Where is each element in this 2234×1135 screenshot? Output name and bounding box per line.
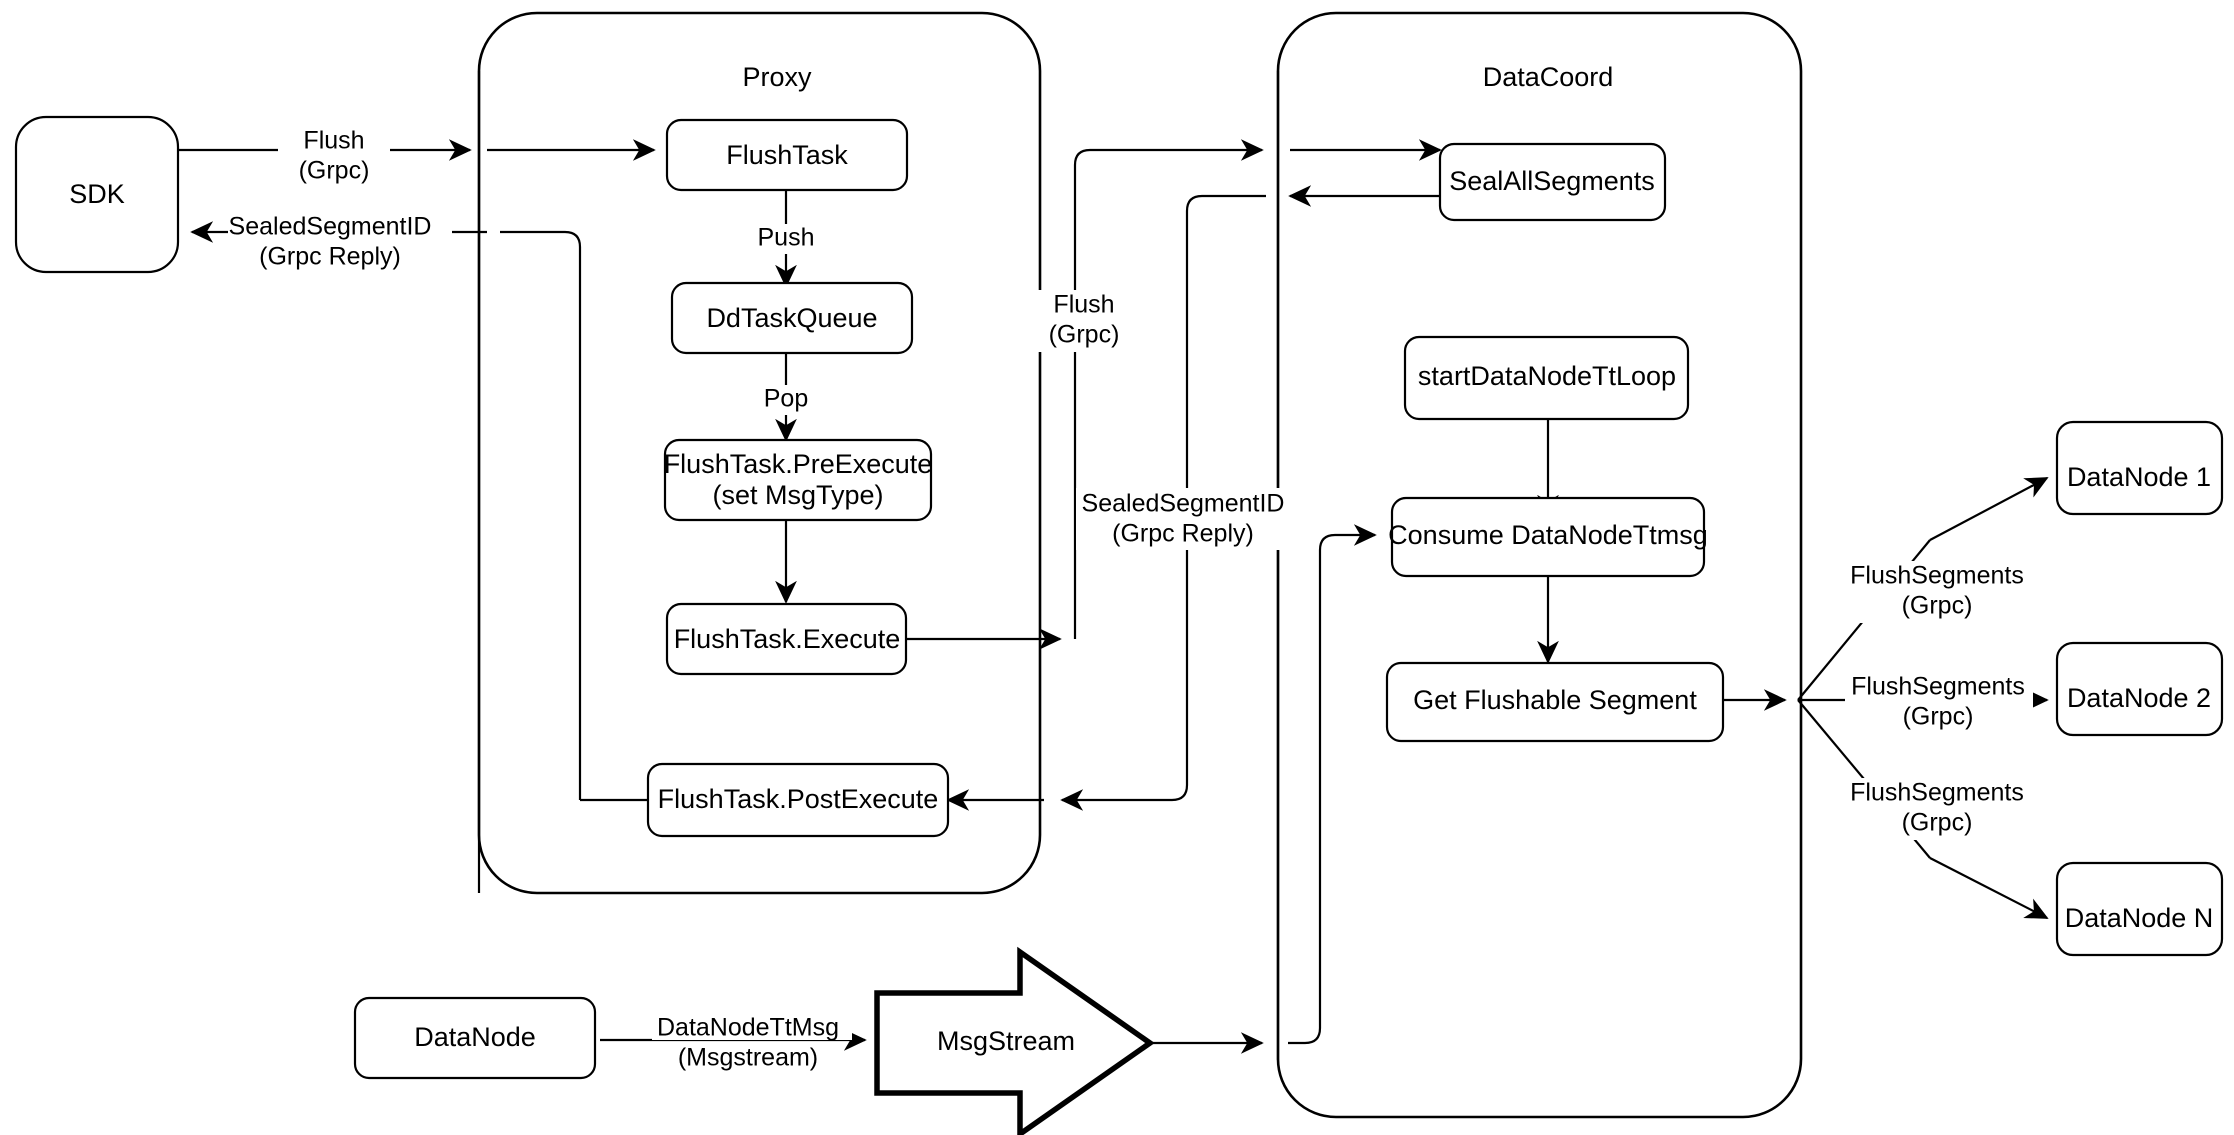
edge-label-sealedsegmentid2-line1: SealedSegmentID bbox=[1082, 490, 1285, 518]
edge-label-datacoord-to-proxy: SealedSegmentID (Grpc Reply) bbox=[1076, 488, 1298, 550]
edge-label-push: Push bbox=[746, 224, 826, 254]
edge-execute-to-sealallsegments bbox=[906, 139, 1442, 650]
ddtaskqueue-box[interactable] bbox=[670, 281, 914, 355]
edge-label-datanodettmsg-line1: DataNodeTtMsg bbox=[657, 1014, 839, 1042]
node-flushtask-preexecute[interactable]: FlushTask.PreExecute (set MsgType) bbox=[663, 438, 933, 522]
node-sealallsegments[interactable]: SealAllSegments bbox=[1438, 142, 1667, 222]
node-sdk[interactable]: SDK bbox=[14, 115, 180, 274]
sealallsegments-box[interactable] bbox=[1438, 142, 1667, 222]
edge-label-proxy-to-datacoord: Flush (Grpc) bbox=[1028, 290, 1140, 352]
sdk-box[interactable] bbox=[14, 115, 180, 274]
edge-label-flushsegments1-line2: (Grpc) bbox=[1902, 592, 1973, 620]
flushtask-label: FlushTask bbox=[726, 140, 848, 170]
edge-label-flush-datacoord-line1: Flush bbox=[1053, 291, 1114, 319]
msgstream-label: MsgStream bbox=[937, 1026, 1075, 1056]
edge-label-flush-datacoord-line2: (Grpc) bbox=[1049, 321, 1120, 349]
edge-label-datanodettmsg-line2: (Msgstream) bbox=[678, 1044, 818, 1072]
edge-label-datanode-to-msgstream: DataNodeTtMsg (Msgstream) bbox=[652, 1014, 852, 1072]
edge-label-sdk-to-proxy: Flush (Grpc) bbox=[278, 125, 390, 186]
datacoord-container-title: DataCoord bbox=[1483, 62, 1614, 92]
edge-label-sealedsegmentid-line2: (Grpc Reply) bbox=[259, 243, 401, 271]
sealallsegments-label: SealAllSegments bbox=[1449, 166, 1655, 196]
datanode1-box[interactable] bbox=[2055, 420, 2224, 516]
edge-label-sealedsegmentid-line1: SealedSegmentID bbox=[229, 213, 432, 241]
edge-label-pop: Pop bbox=[764, 385, 808, 413]
edge-label-pop: Pop bbox=[750, 385, 822, 415]
edge-label-flush-line1: Flush bbox=[303, 127, 364, 155]
edge-proxy-to-sdk bbox=[190, 221, 582, 800]
ddtaskqueue-label: DdTaskQueue bbox=[706, 303, 877, 333]
msgstream-arrow-shape[interactable] bbox=[874, 946, 1155, 1135]
consumedatanodettmsg-box[interactable] bbox=[1390, 496, 1706, 578]
edge-msgstream-to-consume bbox=[1150, 524, 1377, 1054]
edge-label-flushsegmentsn-line2: (Grpc) bbox=[1902, 809, 1973, 837]
node-datanode-source[interactable]: DataNode bbox=[353, 996, 597, 1080]
datanode-source-box[interactable] bbox=[353, 996, 597, 1080]
getflushablesegment-label: Get Flushable Segment bbox=[1413, 685, 1697, 715]
node-ddtaskqueue[interactable]: DdTaskQueue bbox=[670, 281, 914, 355]
datanoden-box[interactable] bbox=[2055, 861, 2224, 957]
execute-box[interactable] bbox=[665, 602, 908, 676]
edge-label-flushsegmentsn-line1: FlushSegments bbox=[1850, 779, 2024, 807]
preexecute-label-line2: (set MsgType) bbox=[712, 480, 883, 510]
edge-label-flushsegments1-line1: FlushSegments bbox=[1850, 562, 2024, 590]
sdk-label: SDK bbox=[69, 179, 125, 209]
datanode2-label: DataNode 2 bbox=[2067, 683, 2211, 713]
node-startdatanodettloop[interactable]: startDataNodeTtLoop bbox=[1403, 335, 1690, 421]
edge-label-flushsegments2-line1: FlushSegments bbox=[1851, 673, 2025, 701]
node-datanode1[interactable]: DataNode 1 bbox=[2055, 420, 2224, 516]
datanode1-label: DataNode 1 bbox=[2067, 462, 2211, 492]
edge-label-proxy-to-sdk: SealedSegmentID (Grpc Reply) bbox=[228, 212, 452, 271]
datanode2-box[interactable] bbox=[2055, 641, 2224, 737]
edge-label-flushsegments2-line2: (Grpc) bbox=[1903, 703, 1974, 731]
node-flushtask[interactable]: FlushTask bbox=[665, 118, 909, 192]
consumedatanodettmsg-label: Consume DataNodeTtmsg bbox=[1388, 520, 1708, 550]
node-flushtask-execute[interactable]: FlushTask.Execute bbox=[665, 602, 908, 676]
node-msgstream[interactable]: MsgStream bbox=[874, 946, 1155, 1135]
getflushablesegment-box[interactable] bbox=[1385, 661, 1725, 743]
datanode-source-label: DataNode bbox=[414, 1022, 536, 1052]
postexecute-label: FlushTask.PostExecute bbox=[658, 784, 939, 814]
node-flushtask-postexecute[interactable]: FlushTask.PostExecute bbox=[646, 762, 950, 838]
edge-label-push: Push bbox=[758, 224, 815, 252]
node-getflushablesegment[interactable]: Get Flushable Segment bbox=[1385, 661, 1725, 743]
node-consumedatanodettmsg[interactable]: Consume DataNodeTtmsg bbox=[1388, 496, 1708, 578]
proxy-container-title: Proxy bbox=[742, 62, 812, 92]
preexecute-label-line1: FlushTask.PreExecute bbox=[664, 449, 933, 479]
edge-label-flush-line2: (Grpc) bbox=[299, 157, 370, 185]
node-datanode2[interactable]: DataNode 2 bbox=[2055, 641, 2224, 737]
preexecute-box[interactable] bbox=[663, 438, 933, 522]
edge-label-flush-datanoden: FlushSegments (Grpc) bbox=[1845, 778, 2033, 840]
edge-label-sealedsegmentid2-line2: (Grpc Reply) bbox=[1112, 520, 1254, 548]
edge-label-flush-datanode2: FlushSegments (Grpc) bbox=[1845, 672, 2033, 734]
startdatanodettloop-box[interactable] bbox=[1403, 335, 1690, 421]
edge-label-flush-datanode1: FlushSegments (Grpc) bbox=[1845, 561, 2033, 623]
startdatanodettloop-label: startDataNodeTtLoop bbox=[1418, 361, 1676, 391]
flushtask-box[interactable] bbox=[665, 118, 909, 192]
postexecute-box[interactable] bbox=[646, 762, 950, 838]
node-datanoden[interactable]: DataNode N bbox=[2055, 861, 2224, 957]
datanoden-label: DataNode N bbox=[2065, 903, 2214, 933]
execute-label: FlushTask.Execute bbox=[674, 624, 901, 654]
